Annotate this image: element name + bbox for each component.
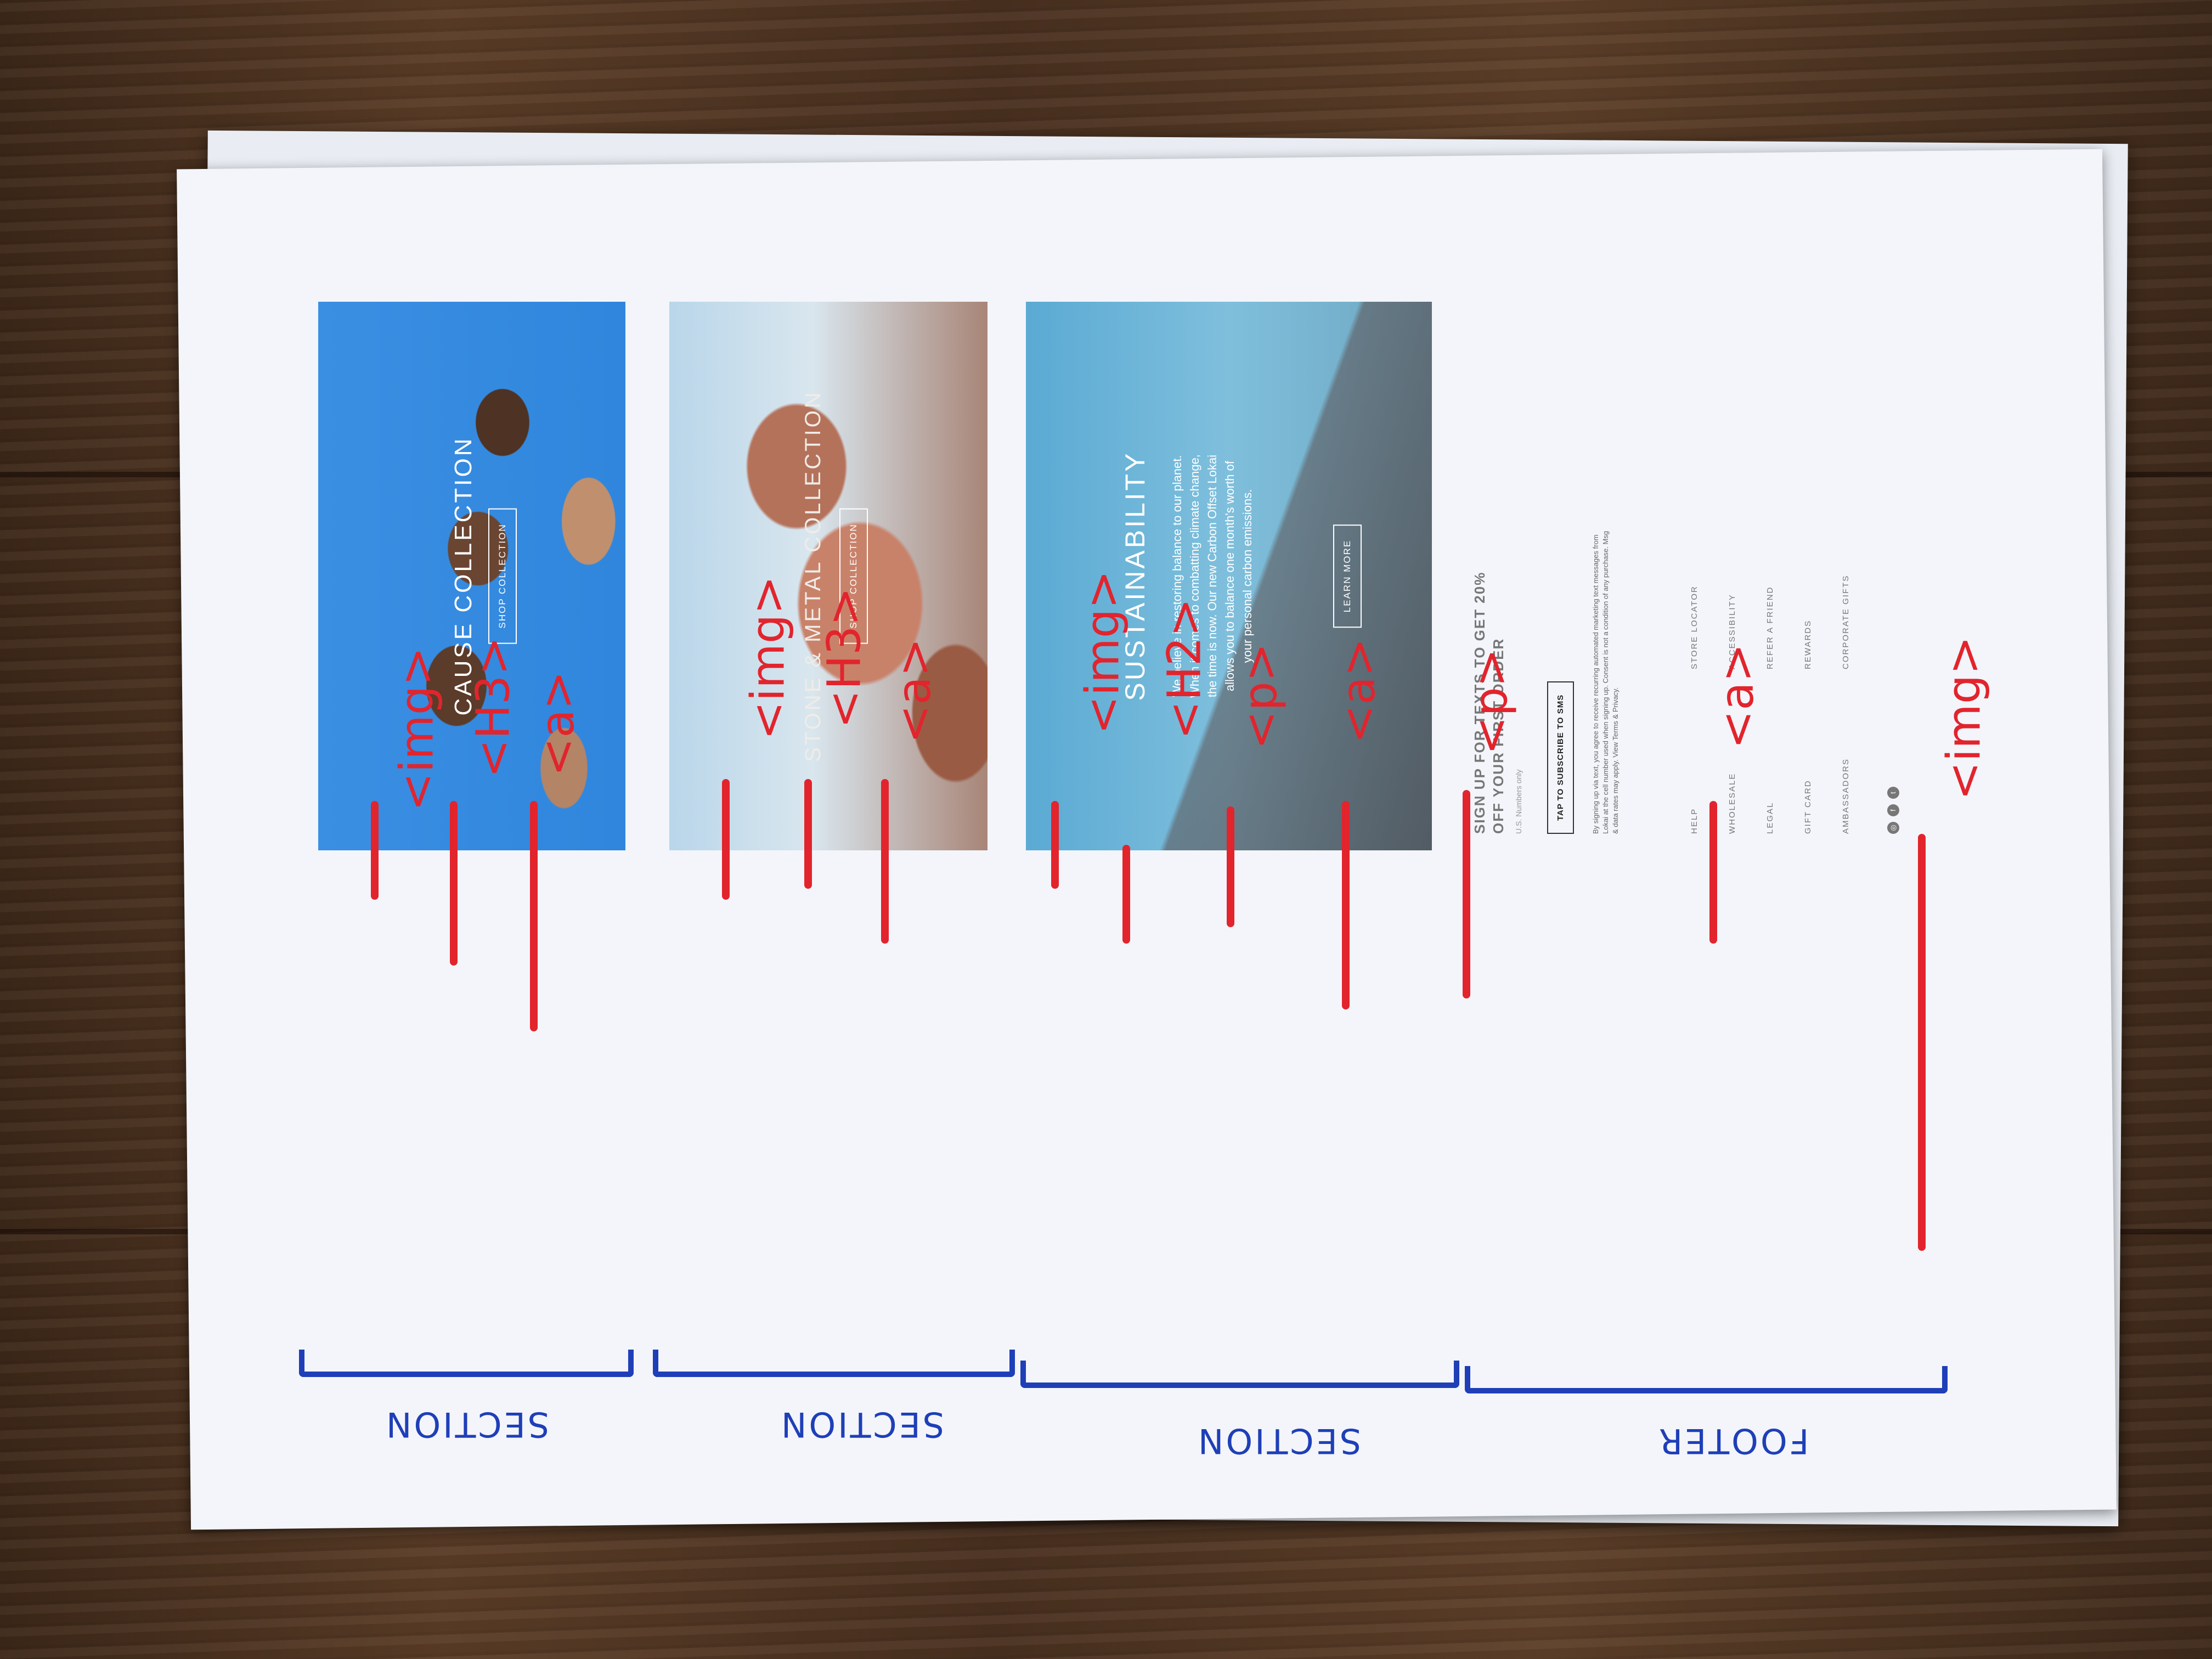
annotation-pointer: [722, 779, 730, 900]
site-footer: SIGN UP FOR TEXTS TO GET 20% OFF YOUR FI…: [1448, 302, 1942, 850]
annotation-pointer: [1463, 790, 1470, 998]
annotation-pointer: [1342, 801, 1350, 1009]
annotation-h3: <H3>: [466, 636, 520, 778]
annotation-img: <img>: [741, 575, 795, 740]
footer-link[interactable]: CORPORATE GIFTS: [1841, 574, 1850, 669]
footer-link[interactable]: STORE LOCATOR: [1690, 585, 1699, 669]
annotation-pointer: [1918, 834, 1926, 1251]
section-bracket: [1020, 1361, 1459, 1388]
annotation-a: <a>: [1331, 637, 1386, 744]
footer-link[interactable]: LEGAL: [1765, 802, 1775, 834]
section-label: SECTION: [1196, 1421, 1362, 1461]
annotation-img: <img>: [1075, 570, 1130, 735]
annotation-pointer: [804, 779, 812, 889]
stone-metal-collection-title: STONE & METAL COLLECTION: [801, 390, 825, 762]
footer-link[interactable]: REWARDS: [1803, 619, 1813, 669]
learn-more-button[interactable]: LEARN MORE: [1333, 524, 1362, 628]
annotation-pointer: [1051, 801, 1059, 889]
section-bracket: [653, 1350, 1015, 1377]
section-label: SECTION: [779, 1404, 945, 1444]
section-bracket: [299, 1350, 634, 1377]
facebook-icon[interactable]: f: [1887, 804, 1899, 816]
annotation-pointer: [450, 801, 458, 966]
section-label: SECTION: [384, 1404, 550, 1444]
annotation-pointer: [881, 779, 889, 944]
sms-note: U.S. Numbers only: [1514, 769, 1523, 834]
annotation-p: <p>: [1464, 648, 1518, 755]
stone-metal-collection-section: STONE & METAL COLLECTION SHOP COLLECTION: [669, 302, 988, 850]
footer-link[interactable]: REFER A FRIEND: [1765, 586, 1775, 669]
footer-link[interactable]: GIFT CARD: [1803, 780, 1813, 834]
instagram-icon[interactable]: ◎: [1887, 822, 1899, 834]
footer-link[interactable]: HELP: [1690, 808, 1699, 834]
annotation-a: <a>: [1710, 643, 1764, 749]
annotation-h2: <H2>: [1157, 598, 1211, 740]
annotation-img: <img>: [390, 647, 444, 811]
annotation-pointer: [1122, 845, 1130, 944]
shop-cause-collection-button[interactable]: SHOP COLLECTION: [488, 508, 517, 644]
annotation-p: <p>: [1233, 642, 1288, 750]
annotation-pointer: [1227, 806, 1234, 927]
sms-legal-text: By signing up via text, you agree to rec…: [1592, 531, 1620, 834]
twitter-icon[interactable]: t: [1887, 787, 1899, 799]
annotation-a: <a>: [531, 670, 585, 777]
footer-label: FOOTER: [1657, 1421, 1809, 1461]
annotation-h3: <H3>: [817, 587, 871, 729]
annotation-img: <img>: [1937, 636, 1991, 800]
annotation-a: <a>: [887, 637, 941, 744]
social-icons: ◎ f t: [1887, 787, 1899, 834]
annotation-pointer: [1709, 801, 1717, 944]
annotation-pointer: [371, 801, 379, 900]
footer-link[interactable]: AMBASSADORS: [1841, 758, 1850, 834]
annotation-pointer: [530, 801, 538, 1031]
subscribe-sms-button[interactable]: TAP TO SUBSCRIBE TO SMS: [1547, 681, 1574, 834]
footer-bracket: [1465, 1366, 1948, 1393]
